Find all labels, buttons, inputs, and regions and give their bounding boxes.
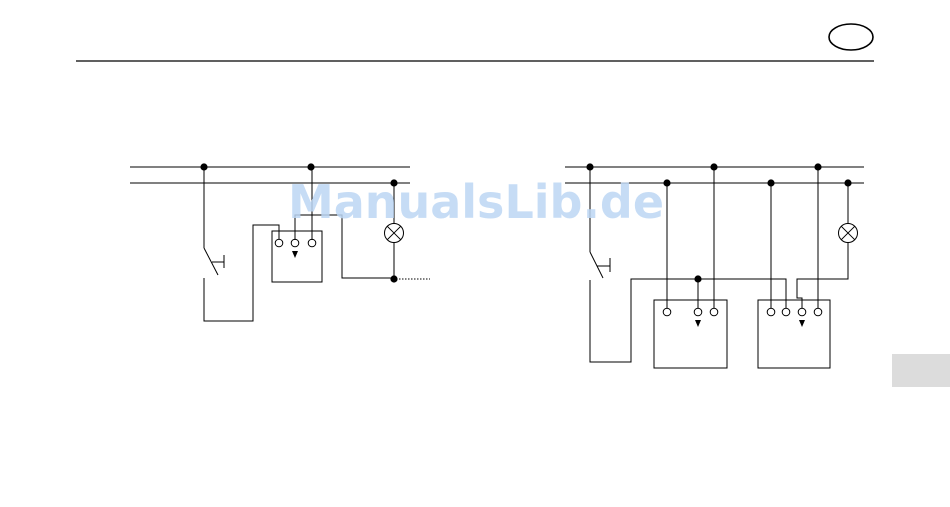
wire [797, 243, 848, 308]
switch-icon [590, 252, 610, 278]
wire [204, 225, 279, 321]
watermark-text: ManualsLib.de [288, 175, 664, 229]
language-badge [829, 24, 873, 50]
relay-box-icon [654, 300, 727, 368]
wire [590, 279, 786, 362]
lamp-icon [839, 224, 858, 243]
relay-box-icon [758, 300, 830, 368]
switch-icon [204, 248, 224, 275]
section-tab[interactable] [892, 354, 950, 387]
